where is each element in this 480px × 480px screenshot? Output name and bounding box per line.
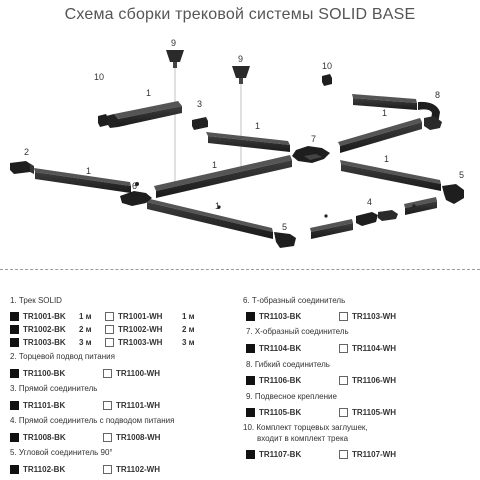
black-swatch: [10, 312, 19, 321]
legend-subtitle-end-caps: входит в комплект трека: [257, 434, 349, 443]
track-right-mid: [340, 160, 441, 191]
white-swatch: [339, 408, 348, 417]
legend-title-end-feed: 2. Торцевой подвод питания: [10, 352, 115, 361]
page-title: Схема сборки трековой системы SOLID BASE: [64, 6, 416, 23]
callout-straight-connector: 3: [197, 99, 202, 109]
callout-corner-lower: 5: [282, 222, 287, 232]
ceiling-mount-left: [166, 50, 184, 68]
legend-title-straight-power: 4. Прямой соединитель с подводом питания: [10, 416, 175, 425]
legend-row: TR1104-BK TR1104-WH: [246, 344, 396, 353]
track-right-upper: [338, 118, 422, 153]
white-swatch: [105, 325, 114, 334]
assembly-diagram: 1 1 1 1 1 1 1 2 3 4 5 5 6 7 8 9 9 10 10: [10, 38, 464, 248]
flexible-connector: [418, 101, 442, 130]
black-swatch: [246, 376, 255, 385]
t-connector: [120, 191, 152, 206]
track-far-right: [404, 197, 437, 215]
callout-ceiling-mount-left: 9: [171, 38, 176, 48]
track-left: [34, 168, 131, 193]
straight-connector-power: [356, 210, 398, 226]
callout-corner-right: 5: [459, 170, 464, 180]
black-swatch: [246, 344, 255, 353]
legend-title-mount: 9. Подвесное крепление: [246, 392, 337, 401]
fasteners: [135, 182, 416, 218]
white-swatch: [103, 401, 112, 410]
white-swatch: [103, 465, 112, 474]
black-swatch: [10, 433, 19, 442]
callout-ceiling-mount-right: 9: [238, 54, 243, 64]
white-swatch: [339, 344, 348, 353]
track-top-right: [352, 94, 417, 110]
x-connector: [292, 146, 330, 163]
white-swatch: [103, 369, 112, 378]
callout-labels: 1 1 1 1 1 1 1 2 3 4 5 5 6 7 8 9 9 10 10: [24, 38, 464, 232]
callout-end-cap-left: 10: [94, 72, 104, 82]
track-lower: [146, 198, 273, 239]
legend-title-x: 7. Х-образный соединитель: [246, 327, 349, 336]
legend-row: TR1102-BK TR1102-WH: [10, 465, 160, 474]
callout-end-cap-top: 10: [322, 61, 332, 71]
white-swatch: [105, 338, 114, 347]
white-swatch: [339, 450, 348, 459]
corner-connector-right: [442, 184, 464, 204]
callout-track-top-left: 1: [146, 88, 151, 98]
legend-title-end-caps: 10. Комплект торцевых заглушек,: [243, 423, 368, 432]
legend-row: TR1001-BK 1 м TR1001-WH 1 м: [10, 312, 195, 321]
callout-track-right-mid: 1: [384, 154, 389, 164]
legend-title-track: 1. Трек SOLID: [10, 296, 62, 305]
black-swatch: [10, 465, 19, 474]
callout-track-right-upper: 1: [382, 108, 387, 118]
legend-title-corner: 5. Угловой соединитель 90°: [10, 448, 113, 457]
suspension-cables: [174, 68, 242, 192]
callout-x-connector: 7: [311, 134, 316, 144]
black-swatch: [10, 325, 19, 334]
black-swatch: [10, 401, 19, 410]
callout-end-power-feed: 2: [24, 147, 29, 157]
white-swatch: [105, 312, 114, 321]
divider: [0, 269, 480, 270]
white-swatch: [103, 433, 112, 442]
legend-title-flexible: 8. Гибкий соединитель: [246, 360, 330, 369]
callout-track-upper-mid: 1: [255, 121, 260, 131]
legend-row: TR1101-BK TR1101-WH: [10, 401, 160, 410]
callout-track-center: 1: [212, 160, 217, 170]
callout-straight-connector-power: 4: [367, 197, 372, 207]
legend-title-t: 6. Т-образный соединитель: [243, 296, 346, 305]
track-upper-mid: [206, 132, 290, 152]
black-swatch: [10, 338, 19, 347]
legend-row: TR1003-BK 3 м TR1003-WH 3 м: [10, 338, 195, 347]
end-cap-left: [98, 114, 108, 127]
callout-t-connector: 6: [132, 181, 137, 191]
legend-row: TR1100-BK TR1100-WH: [10, 369, 160, 378]
end-cap-top: [322, 74, 332, 86]
black-swatch: [246, 450, 255, 459]
legend-title-straight: 3. Прямой соединитель: [10, 384, 98, 393]
white-swatch: [339, 312, 348, 321]
legend-row: TR1008-BK TR1008-WH: [10, 433, 160, 442]
black-swatch: [10, 369, 19, 378]
legend-row: TR1107-BK TR1107-WH: [246, 450, 396, 459]
white-swatch: [339, 376, 348, 385]
track-top-left: [106, 101, 182, 128]
legend-row: TR1106-BK TR1106-WH: [246, 376, 396, 385]
ceiling-mount-right: [232, 66, 250, 84]
black-swatch: [246, 408, 255, 417]
callout-track-left: 1: [86, 166, 91, 176]
callout-flexible-connector: 8: [435, 90, 440, 100]
legend-row: TR1105-BK TR1105-WH: [246, 408, 396, 417]
track-lower-right: [310, 219, 353, 239]
straight-connector: [192, 117, 208, 130]
end-power-feed: [10, 161, 34, 174]
legend-row: TR1002-BK 2 м TR1002-WH 2 м: [10, 325, 195, 334]
black-swatch: [246, 312, 255, 321]
corner-connector-lower: [274, 232, 296, 248]
callout-track-lower: 1: [215, 201, 220, 211]
track-center-up: [154, 155, 292, 198]
legend-row: TR1103-BK TR1103-WH: [246, 312, 396, 321]
